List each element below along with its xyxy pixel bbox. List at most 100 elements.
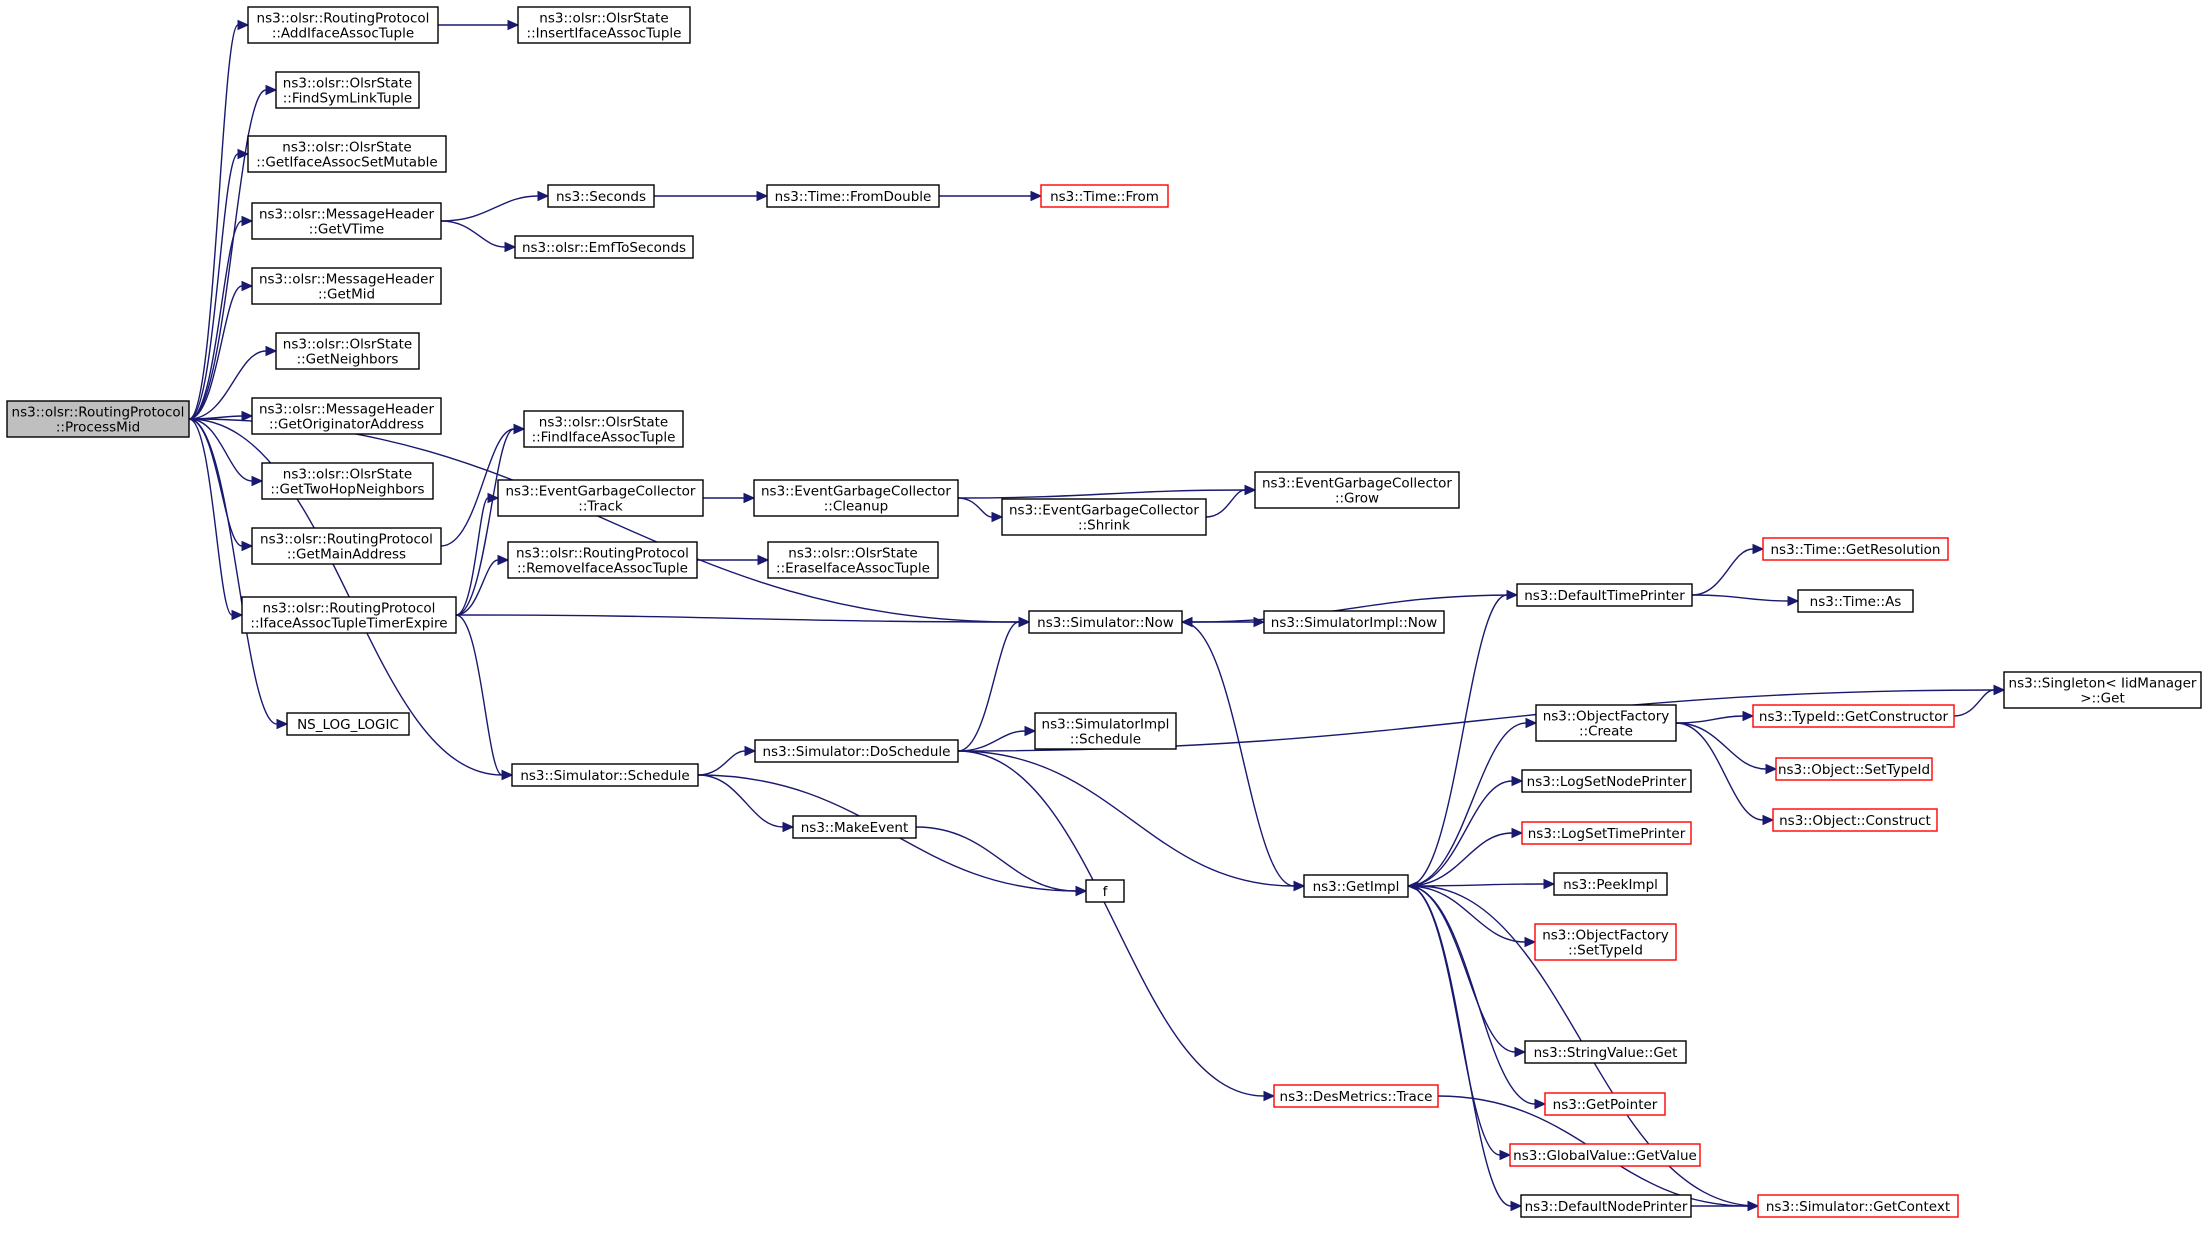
node-des-metrics-trace[interactable]: ns3::DesMetrics::Trace [1273,1084,1439,1108]
node-obj-fact-create[interactable]: ns3::ObjectFactory::Create [1535,704,1677,742]
edge-arrowhead [1506,589,1519,601]
node-get-iface-set[interactable]: ns3::olsr::OlsrState::GetIfaceAssocSetMu… [247,135,447,173]
edge-arrowhead [1510,1200,1523,1212]
edge-root-to-ifaceExpire [188,418,244,621]
node-time-as[interactable]: ns3::Time::As [1797,589,1914,613]
node-get-orig[interactable]: ns3::olsr::MessageHeader::GetOriginatorA… [251,397,442,435]
node-sim-impl-now[interactable]: ns3::SimulatorImpl::Now [1263,610,1445,634]
node-egc-grow[interactable]: ns3::EventGarbageCollector::Grow [1254,471,1460,509]
edge-line [1407,594,1508,887]
node-box [247,6,439,44]
node-obj-set-type-id[interactable]: ns3::Object::SetTypeId [1775,757,1933,781]
node-make-event[interactable]: ns3::MakeEvent [792,815,917,839]
node-insert-iface[interactable]: ns3::olsr::OlsrState::InsertIfaceAssocTu… [517,6,691,44]
node-def-node-printer[interactable]: ns3::DefaultNodePrinter [1520,1194,1692,1218]
node-label-line: >::Get [2080,691,2124,707]
node-label-line: ns3::Time::GetResolution [1770,542,1940,558]
edge-line [957,750,1295,887]
node-get-main-addr[interactable]: ns3::olsr::RoutingProtocol::GetMainAddre… [251,527,442,565]
node-seconds[interactable]: ns3::Seconds [547,184,655,208]
node-sim-get-context[interactable]: ns3::Simulator::GetContext [1757,1194,1959,1218]
node-add-iface[interactable]: ns3::olsr::RoutingProtocol::AddIfaceAsso… [247,6,439,44]
node-log-set-node-printer[interactable]: ns3::LogSetNodePrinter [1521,769,1692,793]
node-emf-to-seconds[interactable]: ns3::olsr::EmfToSeconds [514,235,694,259]
node-label-line: ns3::EventGarbageCollector [1009,503,1199,519]
node-sim-schedule[interactable]: ns3::Simulator::Schedule [511,763,699,787]
node-egc-track[interactable]: ns3::EventGarbageCollector::Track [497,479,704,517]
edge-simDoSchedule-to-getImpl [957,750,1306,892]
node-label-line: ::FindIfaceAssocTuple [532,430,676,446]
edge-arrowhead [1762,814,1775,826]
edge-defTimePrinter-to-simNow [1180,594,1518,628]
edge-getImpl-to-defTimePrinter [1407,589,1519,887]
node-get-v-time[interactable]: ns3::olsr::MessageHeader::GetVTime [251,202,442,240]
node-box [1553,872,1668,896]
node-box [766,184,940,208]
node-label-line: ns3::olsr::RoutingProtocol [12,405,185,421]
node-label-line: ns3::Time::As [1810,594,1902,610]
node-remove-iface[interactable]: ns3::olsr::RoutingProtocol::RemoveIfaceA… [507,541,698,579]
node-label-line: ns3::olsr::MessageHeader [259,207,435,223]
node-get-neighbors[interactable]: ns3::olsr::OlsrState::GetNeighbors [275,332,420,370]
node-egc-cleanup[interactable]: ns3::EventGarbageCollector::Cleanup [753,479,959,517]
node-obj-fact-set-type-id[interactable]: ns3::ObjectFactory::SetTypeId [1534,923,1677,961]
edge-arrowhead [1263,1090,1276,1102]
node-label-line: ns3::DefaultNodePrinter [1525,1199,1688,1215]
node-sim-impl-schedule[interactable]: ns3::SimulatorImpl::Schedule [1034,712,1177,750]
node-get-two-hop[interactable]: ns3::olsr::OlsrState::GetTwoHopNeighbors [261,462,434,500]
node-iface-expire[interactable]: ns3::olsr::RoutingProtocol::IfaceAssocTu… [241,596,457,634]
node-obj-construct[interactable]: ns3::Object::Construct [1772,808,1938,832]
node-global-value-get-value[interactable]: ns3::GlobalValue::GetValue [1509,1143,1701,1167]
node-box [1775,757,1933,781]
node-box [753,479,959,517]
node-box [275,71,420,109]
edge-defTimePrinter-to-timeAs [1691,594,1800,607]
node-get-impl[interactable]: ns3::GetImpl [1303,874,1409,898]
edge-arrowhead [756,190,769,202]
node-label-line: ::Grow [1335,491,1379,507]
node-box [754,739,959,763]
edge-arrowhead [1499,1149,1512,1161]
node-box [1797,589,1914,613]
node-type-id-get-ctor[interactable]: ns3::TypeId::GetConstructor [1752,704,1955,728]
node-get-mid[interactable]: ns3::olsr::MessageHeader::GetMid [251,267,442,305]
node-from-double[interactable]: ns3::Time::FromDouble [766,184,940,208]
edge-line [188,418,233,616]
node-time-get-res[interactable]: ns3::Time::GetResolution [1762,537,1949,561]
node-label-line: ns3::DefaultTimePrinter [1524,588,1685,604]
edge-root-to-getVTime [188,215,254,420]
edge-getImpl-to-objFactCreate [1407,717,1538,887]
node-get-pointer[interactable]: ns3::GetPointer [1544,1092,1666,1116]
node-label-line: ns3::StringValue::Get [1534,1045,1678,1061]
node-peek-impl[interactable]: ns3::PeekImpl [1553,872,1668,896]
node-egc-shrink[interactable]: ns3::EventGarbageCollector::Shrink [1001,498,1207,536]
edge-arrowhead [504,241,517,253]
node-def-time-printer[interactable]: ns3::DefaultTimePrinter [1516,583,1693,607]
node-sim-do-schedule[interactable]: ns3::Simulator::DoSchedule [754,739,959,763]
node-root[interactable]: ns3::olsr::RoutingProtocol::ProcessMid [6,400,190,438]
edge-line [1407,832,1513,887]
node-string-value-get[interactable]: ns3::StringValue::Get [1524,1040,1687,1064]
node-ns-log-logic[interactable]: NS_LOG_LOGIC [286,712,410,736]
node-label-line: ns3::olsr::MessageHeader [259,402,435,418]
node-singleton-get[interactable]: ns3::Singleton< IidManager>::Get [2003,671,2202,709]
edge-line [957,497,993,518]
node-time-from[interactable]: ns3::Time::From [1040,184,1169,208]
edge-arrowhead [757,554,770,566]
edge-arrowhead [241,540,254,552]
edge-defTimePrinter-to-timeGetRes [1691,543,1765,596]
node-label-line: ::Cleanup [824,499,889,515]
edge-egcTrack-to-egcCleanup [703,492,756,504]
edge-line [1407,885,1512,1207]
edge-arrowhead [276,718,289,730]
edge-makeEvent-to-f [915,826,1088,897]
node-label-line: ns3::olsr::OlsrState [282,140,411,156]
node-f[interactable]: f [1085,879,1125,903]
node-log-set-time-printer[interactable]: ns3::LogSetTimePrinter [1521,821,1692,845]
node-erase-iface[interactable]: ns3::olsr::OlsrState::EraseIfaceAssocTup… [767,541,939,579]
node-sim-now[interactable]: ns3::Simulator::Now [1028,610,1183,634]
node-find-iface[interactable]: ns3::olsr::OlsrState::FindIfaceAssocTupl… [523,410,684,448]
node-find-sym[interactable]: ns3::olsr::OlsrState::FindSymLinkTuple [275,71,420,109]
edge-line [1407,883,1545,887]
node-box [1521,769,1692,793]
